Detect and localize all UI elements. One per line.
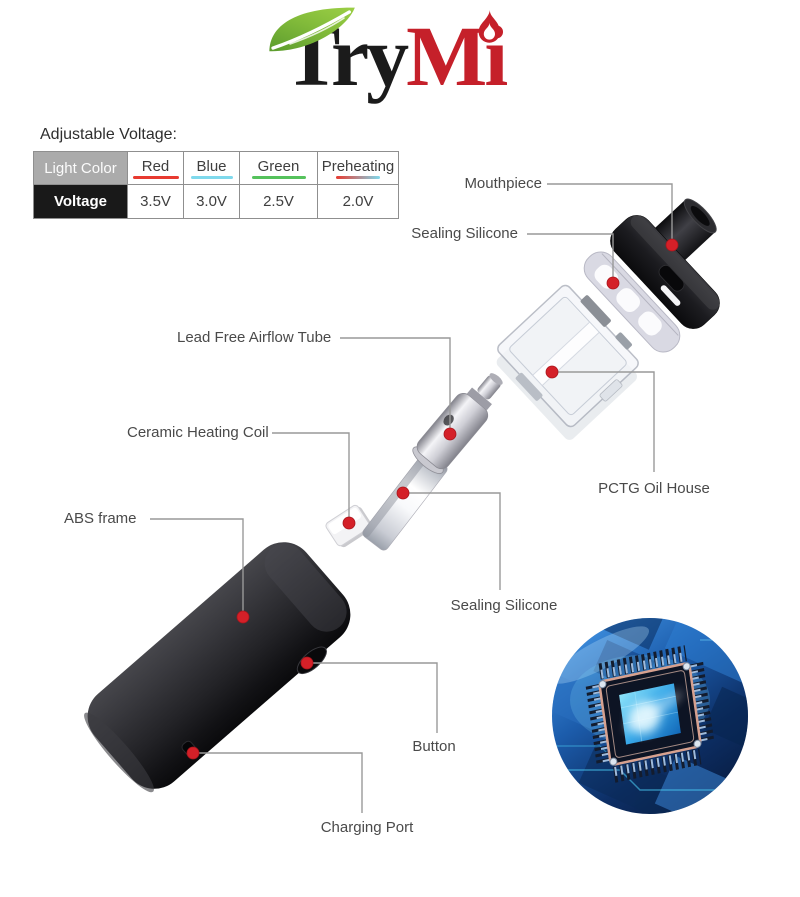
callout-line-airflow-tube [340,337,451,434]
table-row-voltage: Voltage 3.5V 3.0V 2.5V 2.0V [34,185,398,218]
callout-dot-pctg-oil-house [545,365,559,379]
label-mouthpiece: Mouthpiece [464,175,542,192]
callout-dot-ceramic-coil [342,516,356,530]
green-underline [251,175,306,179]
airflow-tube-part [412,373,503,474]
blue-underline [190,175,233,179]
table-cell-voltage-green: 2.5V [240,185,318,218]
table-cell-preheating: Preheating [318,152,398,185]
callout-dot-charging-port [186,746,200,760]
label-ceramic-coil: Ceramic Heating Coil [127,424,269,441]
leaf-icon [262,1,361,56]
flame-icon [476,10,503,47]
table-cell-voltage-red: 3.5V [128,185,184,218]
label-abs-frame: ABS frame [64,510,137,527]
callout-dot-airflow-tube [443,427,457,441]
callout-dot-abs-frame [236,610,250,624]
table-cell-red: Red [128,152,184,185]
callout-dot-sealing-silicone-top [606,276,620,290]
callout-dot-button [300,656,314,670]
preheating-underline [336,175,380,179]
callout-dot-sealing-silicone-mid [396,486,410,500]
voltage-table: Light Color Red Blue Green Preheating Vo… [33,151,399,219]
table-header-light-color: Light Color [34,152,128,185]
label-charging-port: Charging Port [320,819,414,836]
callout-line-mouthpiece [547,183,673,245]
table-row-light-color: Light Color Red Blue Green Preheating [34,152,398,185]
table-cell-green: Green [240,152,318,185]
label-pctg-oil-house: PCTG Oil House [598,480,710,497]
red-underline [132,175,179,179]
abs-frame-part [84,542,351,793]
label-sealing-silicone-mid: Sealing Silicone [450,597,558,614]
table-cell-voltage-preheating: 2.0V [342,193,374,210]
mouthpiece-part [610,198,720,329]
label-button: Button [412,738,456,755]
callout-line-sealing-silicone-top [527,233,614,283]
callout-line-sealing-silicone-mid [403,492,501,590]
callout-line-ceramic-coil [272,432,350,523]
pctg-oil-house-part [496,284,639,440]
callout-line-button [307,662,438,733]
table-header-voltage: Voltage [34,185,128,218]
sealing-silicone-top-part [583,251,681,353]
callout-line-pctg-oil-house [552,371,655,472]
table-cell-voltage-blue: 3.0V [184,185,240,218]
table-cell-blue: Blue [184,152,240,185]
callout-dot-mouthpiece [665,238,679,252]
label-airflow-tube: Lead Free Airflow Tube [177,329,332,346]
callout-line-charging-port [198,752,363,813]
voltage-title: Adjustable Voltage: [40,126,177,143]
label-sealing-silicone-top: Sealing Silicone [411,225,518,242]
callout-line-abs-frame [150,518,244,617]
